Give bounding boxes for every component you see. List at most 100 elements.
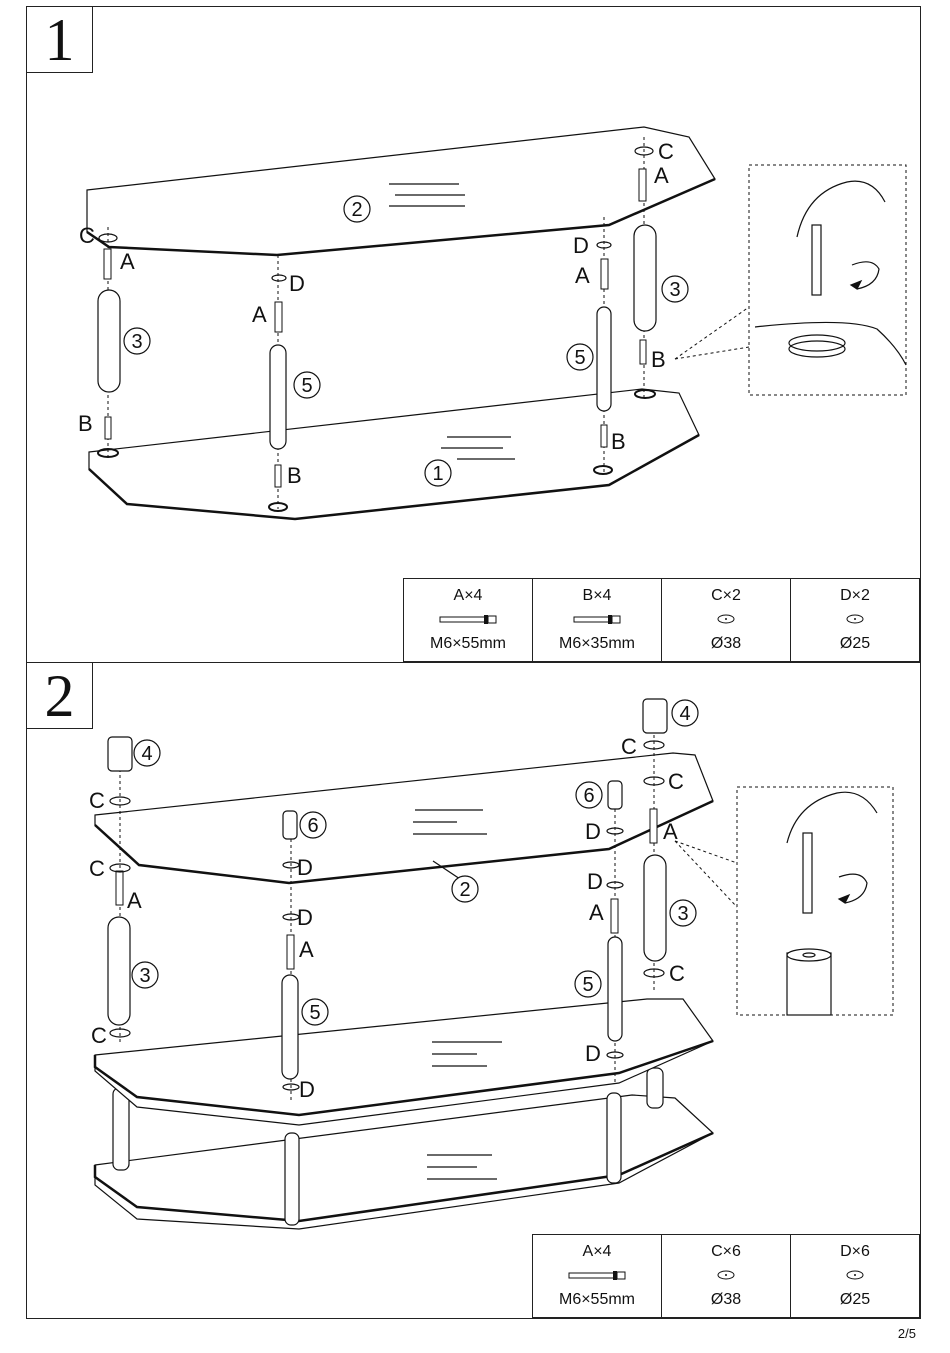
column-3	[644, 855, 666, 961]
letter-label: A	[589, 900, 604, 925]
short-bolt-icon	[572, 614, 622, 624]
part-spec: M6×35mm	[533, 635, 661, 653]
step-1-illustration: 2 1 3 3 5 5 A A A A B B B B C C D D	[27, 7, 920, 662]
part-number-label: 1	[432, 463, 443, 485]
bolt-a	[601, 259, 608, 289]
bolt-a	[287, 935, 294, 969]
letter-label: B	[287, 463, 302, 488]
bolt-b	[105, 417, 111, 439]
part-number-label: 2	[351, 199, 362, 221]
bolt-a	[116, 871, 123, 905]
letter-label: C	[91, 1023, 107, 1048]
part-spec: M6×55mm	[404, 635, 532, 653]
part-number-label: 4	[141, 743, 152, 765]
column-5	[597, 307, 611, 411]
parts-table: A×4 M6×55mm C×6 Ø38 D×6 Ø25	[532, 1234, 920, 1318]
part-number-label: 5	[309, 1002, 320, 1024]
part-number-label: 5	[574, 347, 585, 369]
part-label: B×4	[533, 587, 661, 605]
washer-icon	[845, 614, 865, 624]
part-label: D×6	[791, 1243, 919, 1261]
bolt-a	[639, 169, 646, 201]
letter-label: D	[297, 855, 313, 880]
part-label: A×4	[533, 1243, 661, 1261]
long-bolt-icon	[438, 614, 498, 624]
step-1-panel: 1	[26, 6, 921, 663]
washer-icon	[845, 1270, 865, 1280]
bolt-a	[650, 809, 657, 843]
bolt-b	[601, 425, 607, 447]
letter-label: D	[573, 233, 589, 258]
cap-4	[643, 699, 667, 733]
part-spec: Ø38	[662, 1291, 790, 1309]
part-number-label: 6	[583, 785, 594, 807]
washer-icon	[716, 1270, 736, 1280]
part-spec: M6×55mm	[533, 1291, 661, 1309]
long-bolt-icon	[567, 1270, 627, 1280]
column-3	[108, 917, 130, 1025]
top-glass-shelf	[87, 127, 715, 255]
column-5	[270, 345, 286, 449]
letter-label: D	[585, 1041, 601, 1066]
page-number: 2/5	[898, 1326, 916, 1341]
bolt-a	[275, 302, 282, 332]
part-label: A×4	[404, 587, 532, 605]
part-cell: C×2 Ø38	[662, 579, 791, 662]
part-cell: D×6 Ø25	[791, 1235, 920, 1318]
column-5	[608, 937, 622, 1041]
letter-label: B	[611, 429, 626, 454]
letter-label: C	[658, 139, 674, 164]
top-glass-shelf	[95, 753, 713, 883]
letter-label: B	[651, 347, 666, 372]
bolt-a	[104, 249, 111, 279]
part-label: C×2	[662, 587, 790, 605]
letter-label: B	[78, 411, 93, 436]
part-spec: Ø25	[791, 1291, 919, 1309]
step-2-panel: 2	[26, 662, 921, 1319]
cap-6	[283, 811, 297, 839]
part-cell: C×6 Ø38	[662, 1235, 791, 1318]
part-cell: B×4 M6×35mm	[533, 579, 662, 662]
part-number-label: 5	[582, 974, 593, 996]
bolt-a	[611, 899, 618, 933]
cap-6	[608, 781, 622, 809]
part-cell: D×2 Ø25	[791, 579, 920, 662]
letter-label: C	[89, 856, 105, 881]
letter-label: C	[79, 223, 95, 248]
part-number-label: 3	[669, 279, 680, 301]
letter-label: D	[585, 819, 601, 844]
column-3	[98, 290, 120, 392]
letter-label: C	[669, 961, 685, 986]
letter-label: A	[252, 302, 267, 327]
part-number-label: 3	[131, 331, 142, 353]
column-5	[282, 975, 298, 1079]
letter-label: C	[89, 788, 105, 813]
letter-label: A	[120, 249, 135, 274]
letter-label: A	[575, 263, 590, 288]
letter-label: A	[299, 937, 314, 962]
letter-label: D	[297, 905, 313, 930]
part-number-label: 4	[679, 703, 690, 725]
part-spec: Ø38	[662, 635, 790, 653]
part-number-label: 6	[307, 815, 318, 837]
letter-label: D	[289, 271, 305, 296]
column-3	[634, 225, 656, 331]
cap-4	[108, 737, 132, 771]
letter-label: D	[299, 1077, 315, 1102]
part-spec: Ø25	[791, 635, 919, 653]
letter-label: A	[127, 888, 142, 913]
washer-icon	[716, 614, 736, 624]
bolt-b	[275, 465, 281, 487]
part-cell: A×4 M6×55mm	[404, 579, 533, 662]
letter-label: C	[621, 734, 637, 759]
letter-label: C	[668, 769, 684, 794]
part-number-label: 3	[677, 903, 688, 925]
letter-label: A	[663, 819, 678, 844]
part-number-label: 2	[459, 879, 470, 901]
letter-label: A	[654, 163, 669, 188]
part-label: C×6	[662, 1243, 790, 1261]
part-label: D×2	[791, 587, 919, 605]
bolt-b	[640, 340, 646, 364]
part-number-label: 5	[301, 375, 312, 397]
letter-label: D	[587, 869, 603, 894]
